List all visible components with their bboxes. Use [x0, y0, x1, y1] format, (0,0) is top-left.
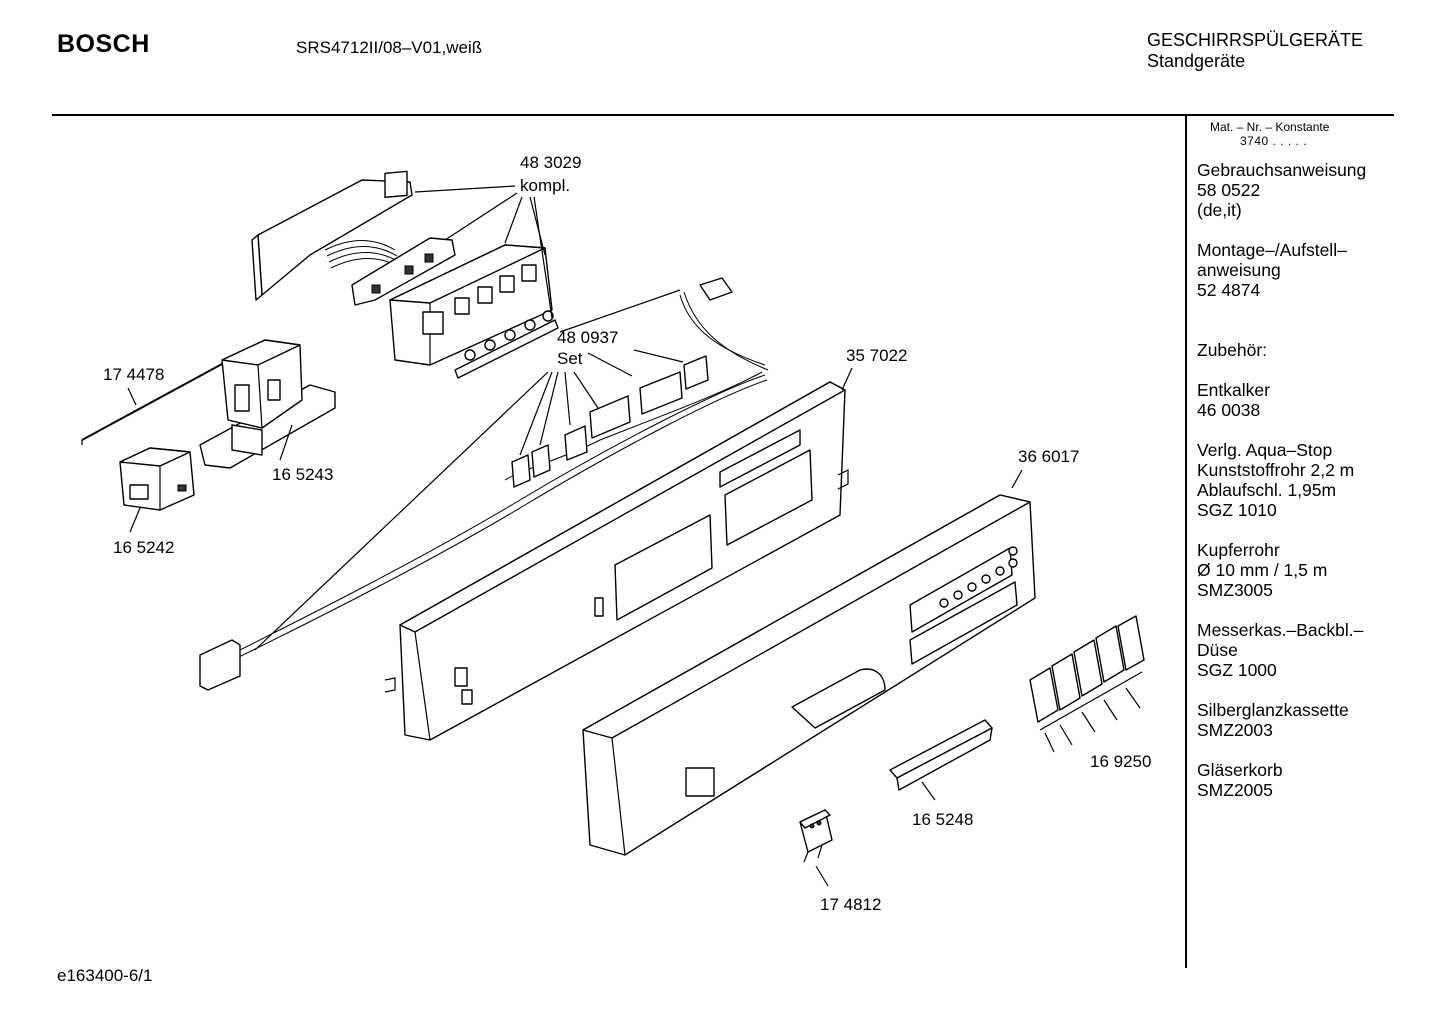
accessory-line: Ablaufschl. 1,95m — [1197, 480, 1337, 500]
leader-lines-483029 — [414, 185, 553, 319]
sidebar-divider — [1185, 116, 1187, 968]
mat-header: Mat. – Nr. – Konstante — [1210, 120, 1330, 134]
strip-part-165248[interactable] — [889, 719, 993, 791]
accessory-line: (de,it) — [1197, 200, 1242, 220]
accessory-line: Verlg. Aqua–Stop — [1197, 440, 1333, 460]
leader-lines-480937 — [254, 289, 684, 651]
accessory-line: Messerkas.–Backbl.– — [1197, 620, 1364, 640]
accessory-line: anweisung — [1197, 260, 1281, 280]
accessory-block: Messerkas.–Backbl.– Düse SGZ 1000 — [1197, 620, 1366, 680]
exploded-parts-diagram: 48 3029 kompl. 17 4478 16 5243 16 5242 — [81, 153, 1151, 914]
accessory-line: SMZ3005 — [1197, 580, 1273, 600]
accessory-line: Entkalker — [1197, 380, 1270, 400]
accessory-list: Gebrauchsanweisung 58 0522 (de,it) Monta… — [1197, 160, 1366, 820]
leader-line-366017 — [1011, 469, 1023, 489]
part-number-483029: 48 3029 — [520, 153, 581, 172]
accessory-line: Montage–/Aufstell– — [1197, 240, 1347, 260]
wiring-harness-part[interactable] — [199, 277, 769, 691]
accessory-block: Verlg. Aqua–Stop Kunststoffrohr 2,2 m Ab… — [1197, 440, 1366, 520]
part-number-366017: 36 6017 — [1018, 447, 1079, 466]
leader-line-174478 — [127, 387, 137, 406]
part-number-165243: 16 5243 — [272, 465, 333, 484]
accessory-line: Kupferrohr — [1197, 540, 1280, 560]
part-number-165242: 16 5242 — [113, 538, 174, 557]
door-lock-housing-part[interactable] — [199, 339, 336, 469]
button-set-part[interactable] — [1029, 615, 1145, 753]
accessory-block: Gebrauchsanweisung 58 0522 (de,it) — [1197, 160, 1366, 220]
accessory-block: Gläserkorb SMZ2005 — [1197, 760, 1366, 800]
part-number-480937: 48 0937 — [557, 328, 618, 347]
leader-line-165248 — [921, 781, 936, 801]
accessory-line: SMZ2003 — [1197, 720, 1273, 740]
control-panel-frame-part[interactable] — [384, 381, 849, 741]
part-number-174478: 17 4478 — [103, 365, 164, 384]
accessory-line: SMZ2005 — [1197, 780, 1273, 800]
brand-logo: BOSCH — [57, 30, 150, 58]
accessory-block: Zubehör: — [1197, 320, 1366, 360]
accessory-line: SGZ 1000 — [1197, 660, 1277, 680]
accessory-line: Gläserkorb — [1197, 760, 1283, 780]
facia-panel-part[interactable] — [582, 494, 1036, 856]
accessory-line: Kunststoffrohr 2,2 m — [1197, 460, 1355, 480]
accessory-block: Kupferrohr Ø 10 mm / 1,5 m SMZ3005 — [1197, 540, 1366, 600]
control-module-part[interactable] — [251, 170, 559, 379]
category-title: GESCHIRRSPÜLGERÄTE — [1147, 30, 1364, 50]
accessory-line: 52 4874 — [1197, 280, 1261, 300]
part-note-480937: Set — [557, 349, 583, 368]
indicator-part-174812[interactable] — [799, 809, 833, 863]
accessory-line: Silberglanzkassette — [1197, 700, 1349, 720]
header-divider — [52, 114, 1394, 116]
mat-value: 3740 . . . . . — [1240, 134, 1308, 148]
accessory-line: 46 0038 — [1197, 400, 1261, 420]
leader-line-357022 — [841, 367, 853, 391]
accessory-block: Silberglanzkassette SMZ2003 — [1197, 700, 1366, 740]
part-number-169250: 16 9250 — [1090, 752, 1151, 771]
accessory-line: Ø 10 mm / 1,5 m — [1197, 560, 1328, 580]
accessory-line: SGZ 1010 — [1197, 500, 1277, 520]
model-number: SRS4712II/08–V01,weiß — [296, 38, 483, 57]
part-note-483029: kompl. — [520, 176, 570, 195]
leader-line-165243 — [279, 424, 293, 461]
facia-button-row — [939, 546, 1018, 608]
drawing-id: e163400-6/1 — [57, 966, 153, 985]
accessory-line: 58 0522 — [1197, 180, 1261, 200]
part-number-357022: 35 7022 — [846, 346, 907, 365]
accessory-block: Montage–/Aufstell– anweisung 52 4874 — [1197, 240, 1366, 300]
switch-part-165242[interactable] — [119, 447, 195, 511]
part-number-174812: 17 4812 — [820, 895, 881, 914]
leader-line-174812 — [815, 865, 829, 887]
accessory-line: Düse — [1197, 640, 1238, 660]
accessory-line: Gebrauchsanweisung — [1197, 160, 1367, 180]
part-number-165248: 16 5248 — [912, 810, 973, 829]
category-subtitle: Standgeräte — [1147, 51, 1246, 71]
accessory-heading: Zubehör: — [1197, 340, 1268, 360]
accessory-block: Entkalker 46 0038 — [1197, 380, 1366, 420]
accessory-line — [1197, 320, 1366, 340]
leader-line-165242 — [129, 507, 141, 533]
rod-part-174478[interactable] — [81, 363, 223, 445]
